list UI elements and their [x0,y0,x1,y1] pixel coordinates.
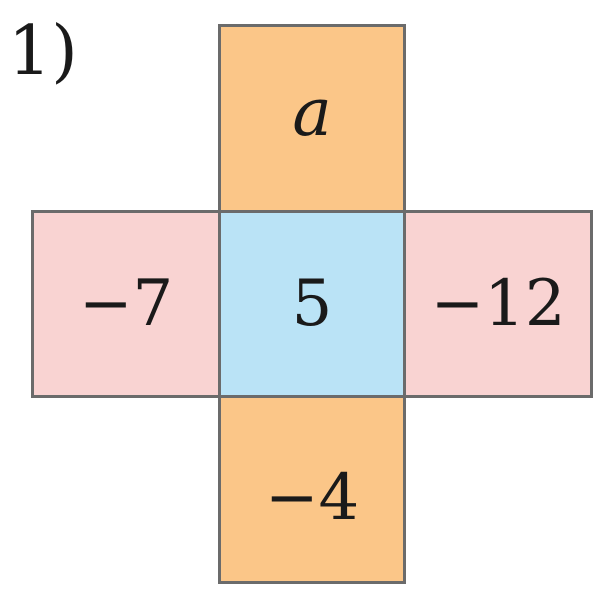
cell-center-value: 5 [291,267,333,341]
cell-top: a [218,24,406,213]
cell-top-value: a [292,73,332,151]
cell-left-value: −7 [78,267,174,341]
cell-right: −12 [403,210,593,398]
cell-center: 5 [218,210,406,398]
problem-number-label: 1) [8,12,78,91]
cell-bottom-value: −4 [264,460,360,535]
cell-right-value: −12 [430,267,566,341]
cell-left: −7 [31,210,221,398]
cell-bottom: −4 [218,395,406,584]
